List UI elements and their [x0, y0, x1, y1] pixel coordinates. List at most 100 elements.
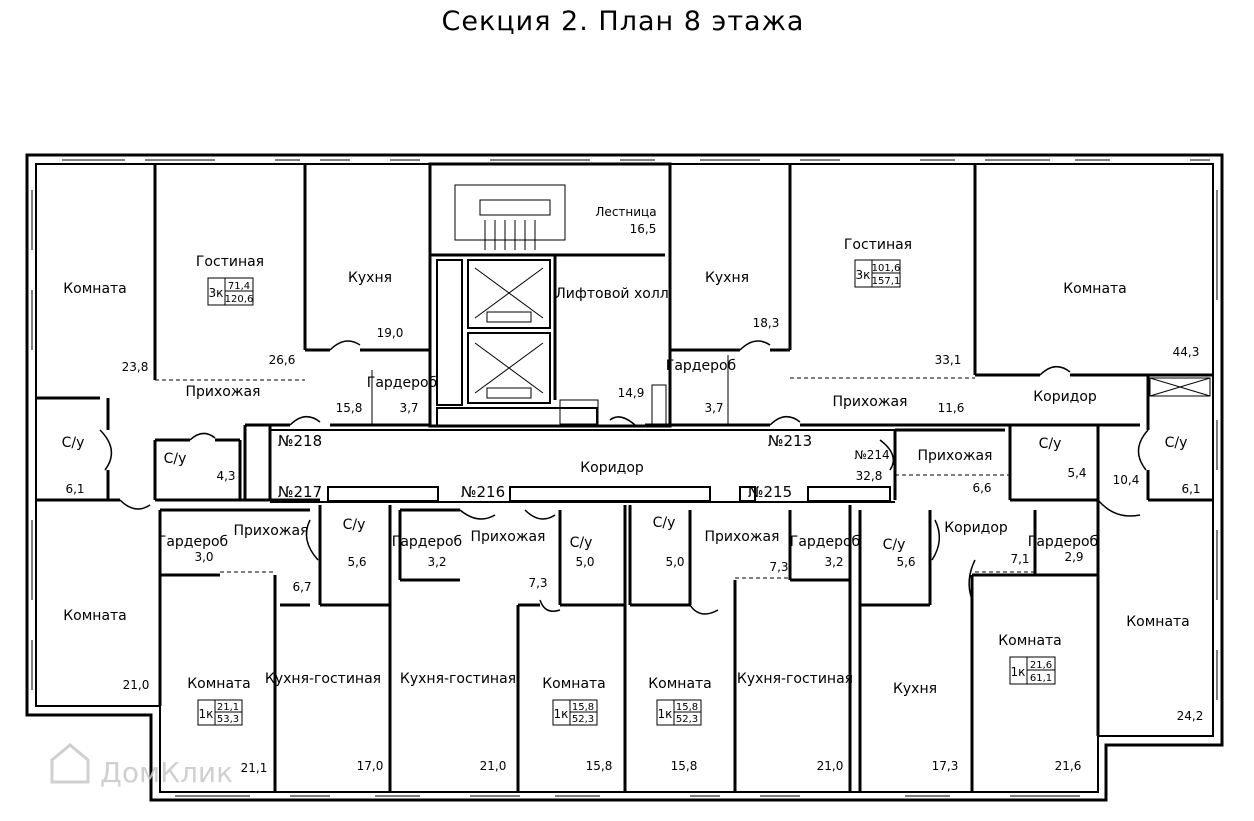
house-icon: [50, 743, 90, 784]
apartment-badge: 1к 21,1 53,3: [197, 699, 243, 726]
apartment-total-area: 52,3: [572, 714, 594, 725]
room-area: 21,0: [817, 759, 844, 773]
apartment-living-area: 101,6: [872, 263, 901, 274]
room-label: Комната: [63, 608, 127, 624]
apartment-number: №216: [461, 483, 505, 501]
apartment-badge: 3к 71,4 120,6: [207, 277, 254, 306]
room-label: С/у: [343, 517, 366, 533]
room-label: С/у: [570, 535, 593, 551]
room-area: 3,7: [399, 401, 418, 415]
room-label: С/у: [1039, 436, 1062, 452]
room-area: 7,1: [1010, 552, 1029, 566]
room-area: 21,0: [480, 759, 507, 773]
watermark-text: ДомКлик: [100, 756, 233, 789]
room-label: С/у: [164, 451, 187, 467]
room-area: 5,6: [896, 555, 915, 569]
room-area: 5,6: [347, 555, 366, 569]
room-label: С/у: [62, 435, 85, 451]
apartment-number: №214: [854, 448, 889, 462]
room-area: 2,9: [1064, 550, 1083, 564]
room-label: Гардероб: [158, 534, 228, 550]
apartment-type: 1к: [554, 707, 569, 721]
apartment-badge: 1к 15,8 52,3: [656, 699, 702, 726]
room-label: Кухня: [893, 681, 937, 697]
room-area: 21,0: [123, 678, 150, 692]
room-area: 15,8: [671, 759, 698, 773]
room-label: Гостиная: [844, 237, 912, 253]
apartment-total-area: 120,6: [225, 294, 254, 305]
apartment-type: 3к: [209, 286, 224, 300]
room-area: 21,6: [1055, 759, 1082, 773]
apartment-tags: №218 3к 71,4 120,6 №213 3к 101,6 157,1 №…: [197, 259, 1056, 726]
room-label: Прихожая: [234, 523, 309, 539]
room-area: 6,1: [65, 482, 84, 496]
room-area: 5,4: [1067, 466, 1086, 480]
apartment-number: №213: [768, 432, 812, 450]
room-area: 23,8: [122, 360, 149, 374]
room-label: Прихожая: [705, 529, 780, 545]
room-area: 10,4: [1113, 473, 1140, 487]
room-label: Гардероб: [790, 534, 860, 550]
apartment-number: №215: [748, 483, 792, 501]
apartment-living-area: 21,6: [1030, 660, 1052, 671]
apartment-total-area: 157,1: [872, 276, 901, 287]
walls: [25, 153, 1224, 802]
room-label: Лестница: [595, 205, 656, 219]
plan-title: Секция 2. План 8 этажа: [442, 6, 805, 37]
room-label: Гардероб: [392, 534, 462, 550]
room-label: Комната: [542, 676, 606, 692]
room-area: 7,3: [528, 576, 547, 590]
room-area: 6,7: [292, 580, 311, 594]
room-area: 44,3: [1173, 345, 1200, 359]
room-label: Кухня-гостиная: [400, 671, 516, 687]
room-label: Комната: [63, 281, 127, 297]
room-label: Кухня-гостиная: [265, 671, 381, 687]
room-area: 3,2: [824, 555, 843, 569]
room-area: 26,6: [269, 353, 296, 367]
room-area: 19,0: [377, 326, 404, 340]
apartment-number: №218: [278, 432, 322, 450]
room-area: 16,5: [630, 222, 657, 236]
watermark: ДомКлик: [50, 743, 233, 789]
room-label: Коридор: [1033, 389, 1097, 405]
apartment-living-area: 21,1: [217, 702, 239, 713]
room-area: 5,0: [665, 555, 684, 569]
room-label: С/у: [883, 537, 906, 553]
apartment-badge: 3к 101,6 157,1: [854, 259, 901, 288]
room-area: 32,8: [856, 469, 883, 483]
room-label: Прихожая: [471, 529, 546, 545]
room-label: Гостиная: [196, 254, 264, 270]
apartment-type: 1к: [1011, 665, 1026, 679]
room-area: 4,3: [216, 469, 235, 483]
room-area: 21,1: [241, 761, 268, 775]
room-area: 6,6: [972, 481, 991, 495]
room-area: 3,2: [427, 555, 446, 569]
room-area: 14,9: [618, 386, 645, 400]
room-label: Лифтовой холл: [555, 286, 668, 302]
room-label: Гардероб: [367, 375, 437, 391]
apartment-type: 1к: [199, 707, 214, 721]
apartment-badge: 1к 21,6 61,1: [1009, 656, 1056, 685]
room-labels: Комната 23,8 Гостиная 26,6 Кухня 19,0 Пр…: [62, 205, 1204, 775]
apartment-living-area: 15,8: [572, 702, 594, 713]
room-area: 33,1: [935, 353, 962, 367]
room-label: Комната: [648, 676, 712, 692]
room-label: Гардероб: [666, 358, 736, 374]
room-area: 3,7: [704, 401, 723, 415]
room-area: 15,8: [586, 759, 613, 773]
room-label: Коридор: [944, 520, 1008, 536]
room-label: Коридор: [580, 460, 644, 476]
room-area: 5,0: [575, 555, 594, 569]
room-area: 6,1: [1181, 482, 1200, 496]
apartment-total-area: 53,3: [217, 714, 239, 725]
apartment-type: 3к: [856, 268, 871, 282]
room-label: Кухня: [348, 270, 392, 286]
room-label: Комната: [998, 633, 1062, 649]
room-label: С/у: [1165, 435, 1188, 451]
room-area: 7,3: [769, 560, 788, 574]
room-area: 17,3: [932, 759, 959, 773]
apartment-badge: 1к 15,8 52,3: [552, 699, 598, 726]
room-label: Прихожая: [918, 448, 993, 464]
room-label: Кухня-гостиная: [737, 671, 853, 687]
